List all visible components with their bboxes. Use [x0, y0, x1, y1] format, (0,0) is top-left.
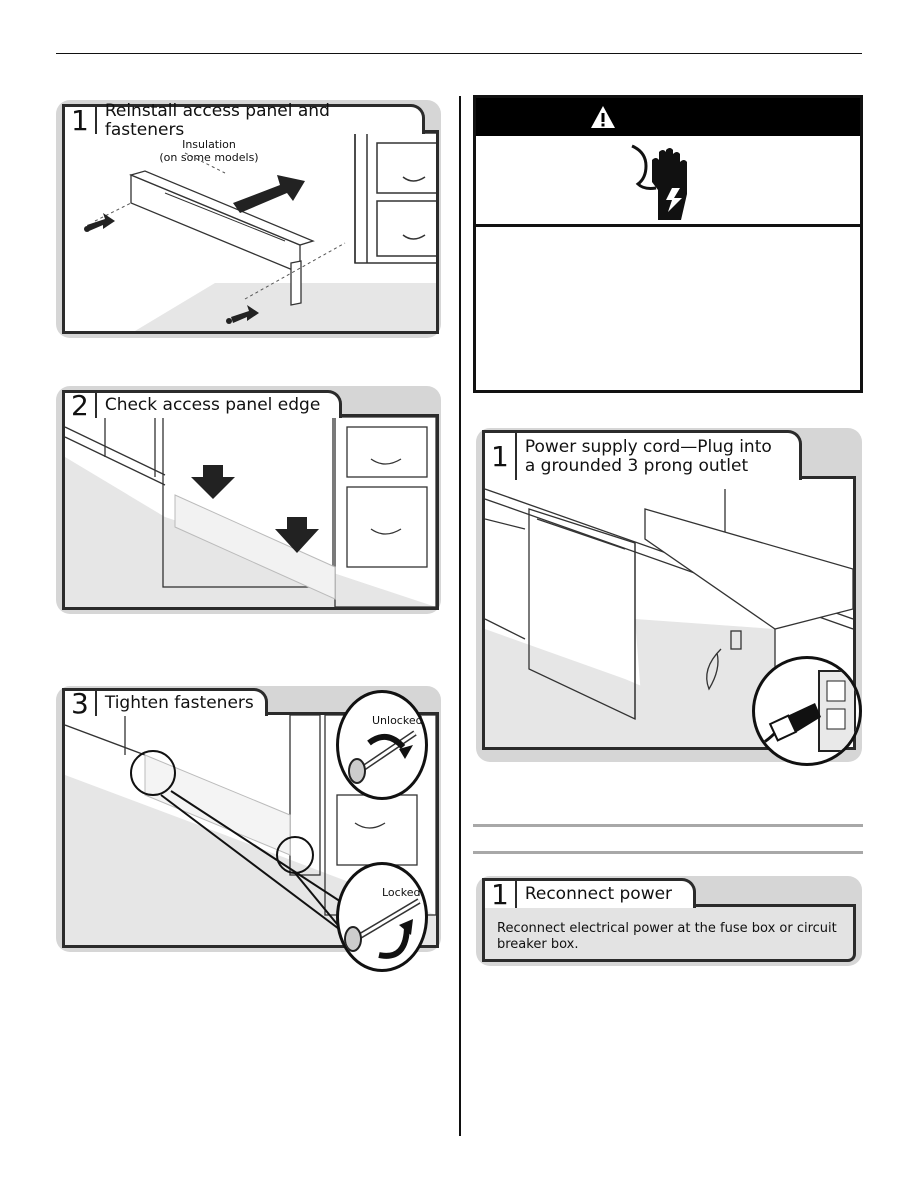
electrical-shock-hand-icon [631, 144, 687, 220]
reconnect-body-line2: breaker box. [497, 937, 579, 952]
step-title: Reinstall access panel and fasteners [104, 100, 330, 140]
warning-icon-row [476, 136, 860, 227]
locked-callout [336, 862, 428, 972]
label-locked: Locked [382, 886, 421, 899]
callout-some-models: (on some models) [159, 151, 259, 164]
step-title-line1: Power supply cord—Plug into [524, 436, 772, 457]
step-reconnect-power: Reconnect electrical power at the fuse b… [476, 872, 862, 966]
outlet-zoom-callout [752, 656, 862, 766]
step-title: Reconnect power [524, 884, 673, 904]
step-tab: 2 Check access panel edge [62, 390, 342, 419]
step-title: Tighten fasteners [104, 693, 254, 713]
illustration-reinstall-panel [62, 130, 439, 334]
reconnect-body-panel: Reconnect electrical power at the fuse b… [482, 904, 856, 962]
step-reinstall-panel: Insulation (on some models) 1 Reinstall … [56, 96, 441, 338]
step-number: 1 [485, 433, 517, 480]
step-number: 3 [65, 689, 97, 717]
step-tighten-fasteners: Unlocked Locked 3 Tighten fasteners [56, 682, 441, 972]
illustration-check-panel-edge [62, 414, 439, 610]
label-unlocked: Unlocked [372, 714, 423, 727]
callout-insulation: Insulation [182, 138, 236, 151]
step-number: 1 [65, 106, 97, 134]
section-separator [473, 824, 863, 827]
step-number: 1 [485, 880, 517, 908]
step-tab: 3 Tighten fasteners [62, 688, 268, 717]
section-separator [473, 851, 863, 854]
step-power-supply-cord: 1 Power supply cord—Plug into a grounded… [476, 424, 862, 766]
reconnect-body-line1: Reconnect electrical power at the fuse b… [497, 921, 837, 936]
step-check-panel-edge: 2 Check access panel edge [56, 382, 441, 614]
header-rule [56, 53, 862, 54]
step-title-line2: a grounded 3 prong outlet [524, 455, 749, 476]
warning-triangle-icon [591, 106, 615, 128]
column-divider [459, 96, 461, 1136]
step-title: Check access panel edge [104, 395, 321, 415]
warning-box [473, 95, 863, 393]
unlocked-callout [336, 690, 428, 800]
step-tab: 1 Reinstall access panel and fasteners [62, 100, 425, 140]
step-number: 2 [65, 391, 97, 419]
step-tab: 1 Reconnect power [482, 878, 696, 908]
step-tab: 1 Power supply cord—Plug into a grounded… [482, 430, 802, 480]
warning-header [476, 98, 860, 136]
